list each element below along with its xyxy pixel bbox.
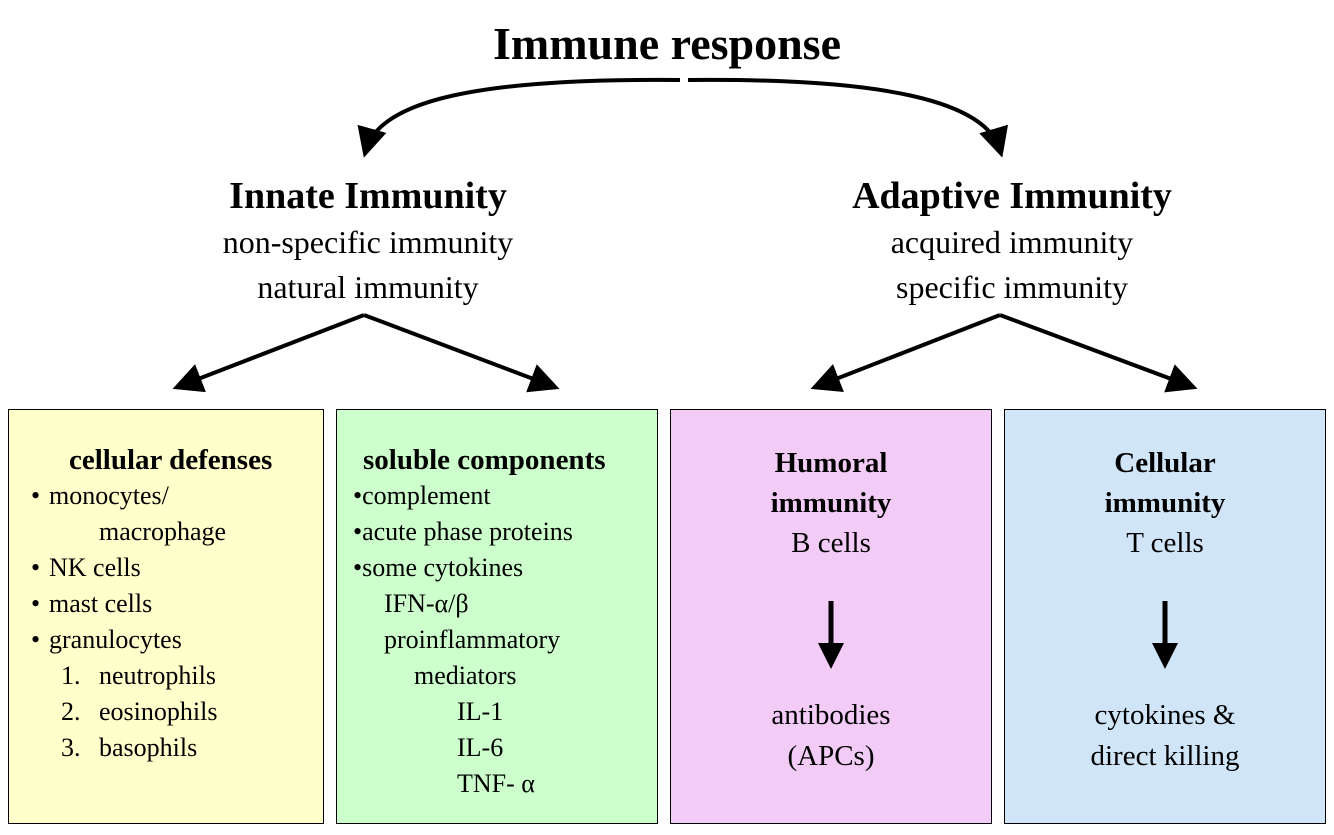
cellular-immunity-box: Cellular immunity T cells cytokines & di…: [1004, 409, 1326, 824]
list-item: •some cytokines: [353, 553, 524, 582]
diagram-title: Immune response: [492, 18, 841, 69]
list-item: •granulocytes: [9, 622, 323, 658]
arrow-innate-to-soluble-components: [363, 313, 560, 393]
cellular-immunity-title: Cellular: [1114, 447, 1216, 479]
innate-immunity-branch: Innate Immunity non-specific immunity na…: [108, 172, 628, 310]
list-item: macrophage: [99, 517, 227, 546]
list-item: IFN-α/β: [384, 589, 469, 618]
list-item: 3.basophils: [61, 733, 198, 762]
bullet: •: [31, 553, 41, 582]
list-item: IL-6: [457, 733, 504, 762]
humoral-title: immunity: [770, 487, 892, 519]
arrow-adaptive-to-humoral: [810, 313, 1001, 392]
humoral-result: antibodies (APCs): [771, 699, 891, 772]
adaptive-immunity-branch: Adaptive Immunity acquired immunity spec…: [752, 172, 1272, 310]
bullet: •: [31, 625, 41, 654]
list-item: •monocytes/: [9, 478, 323, 514]
down-arrow-icon: [1152, 601, 1178, 669]
list-item: IL-1: [457, 697, 504, 726]
list-item: •NK cells: [9, 550, 323, 586]
adaptive-alias: acquired immunity: [890, 224, 1134, 260]
innate-alias: natural immunity: [257, 269, 479, 305]
humoral-immunity-box: Humoral immunity B cells antibodies (APC…: [670, 409, 992, 824]
list-item: proinflammatory: [384, 625, 561, 654]
list-item: •complement: [353, 481, 491, 510]
cellular-defenses-box: cellular defenses •monocytes/ macrophage…: [8, 409, 324, 824]
cellular-defenses-title: cellular defenses: [69, 444, 273, 476]
humoral-cells: B cells: [791, 527, 871, 559]
arrow-title-to-innate: [357, 77, 681, 158]
cellular-immunity-result: cytokines & direct killing: [1090, 699, 1240, 772]
innate-heading: Innate Immunity: [229, 175, 507, 217]
innate-alias: non-specific immunity: [222, 224, 514, 260]
soluble-components-box: soluble components •complement •acute ph…: [336, 409, 658, 824]
list-item: 1.neutrophils: [61, 661, 216, 690]
cellular-immunity-cells: T cells: [1126, 527, 1204, 559]
humoral-title: Humoral: [774, 447, 888, 479]
arrow-innate-to-cellular-defenses: [172, 313, 365, 393]
bullet: •: [31, 589, 41, 618]
soluble-components-title: soluble components: [363, 444, 606, 476]
adaptive-heading: Adaptive Immunity: [852, 175, 1172, 217]
cellular-immunity-title: immunity: [1104, 487, 1226, 519]
list-item: mediators: [414, 661, 517, 690]
down-arrow-icon: [818, 601, 844, 669]
list-item: •acute phase proteins: [353, 517, 573, 546]
list-item: TNF- α: [457, 769, 535, 798]
list-item: •mast cells: [9, 586, 323, 622]
arrow-title-to-adaptive: [687, 77, 1008, 158]
arrow-adaptive-to-cellular: [999, 313, 1198, 393]
bullet: •: [31, 481, 41, 510]
list-item: 2.eosinophils: [61, 697, 218, 726]
adaptive-alias: specific immunity: [896, 269, 1128, 305]
